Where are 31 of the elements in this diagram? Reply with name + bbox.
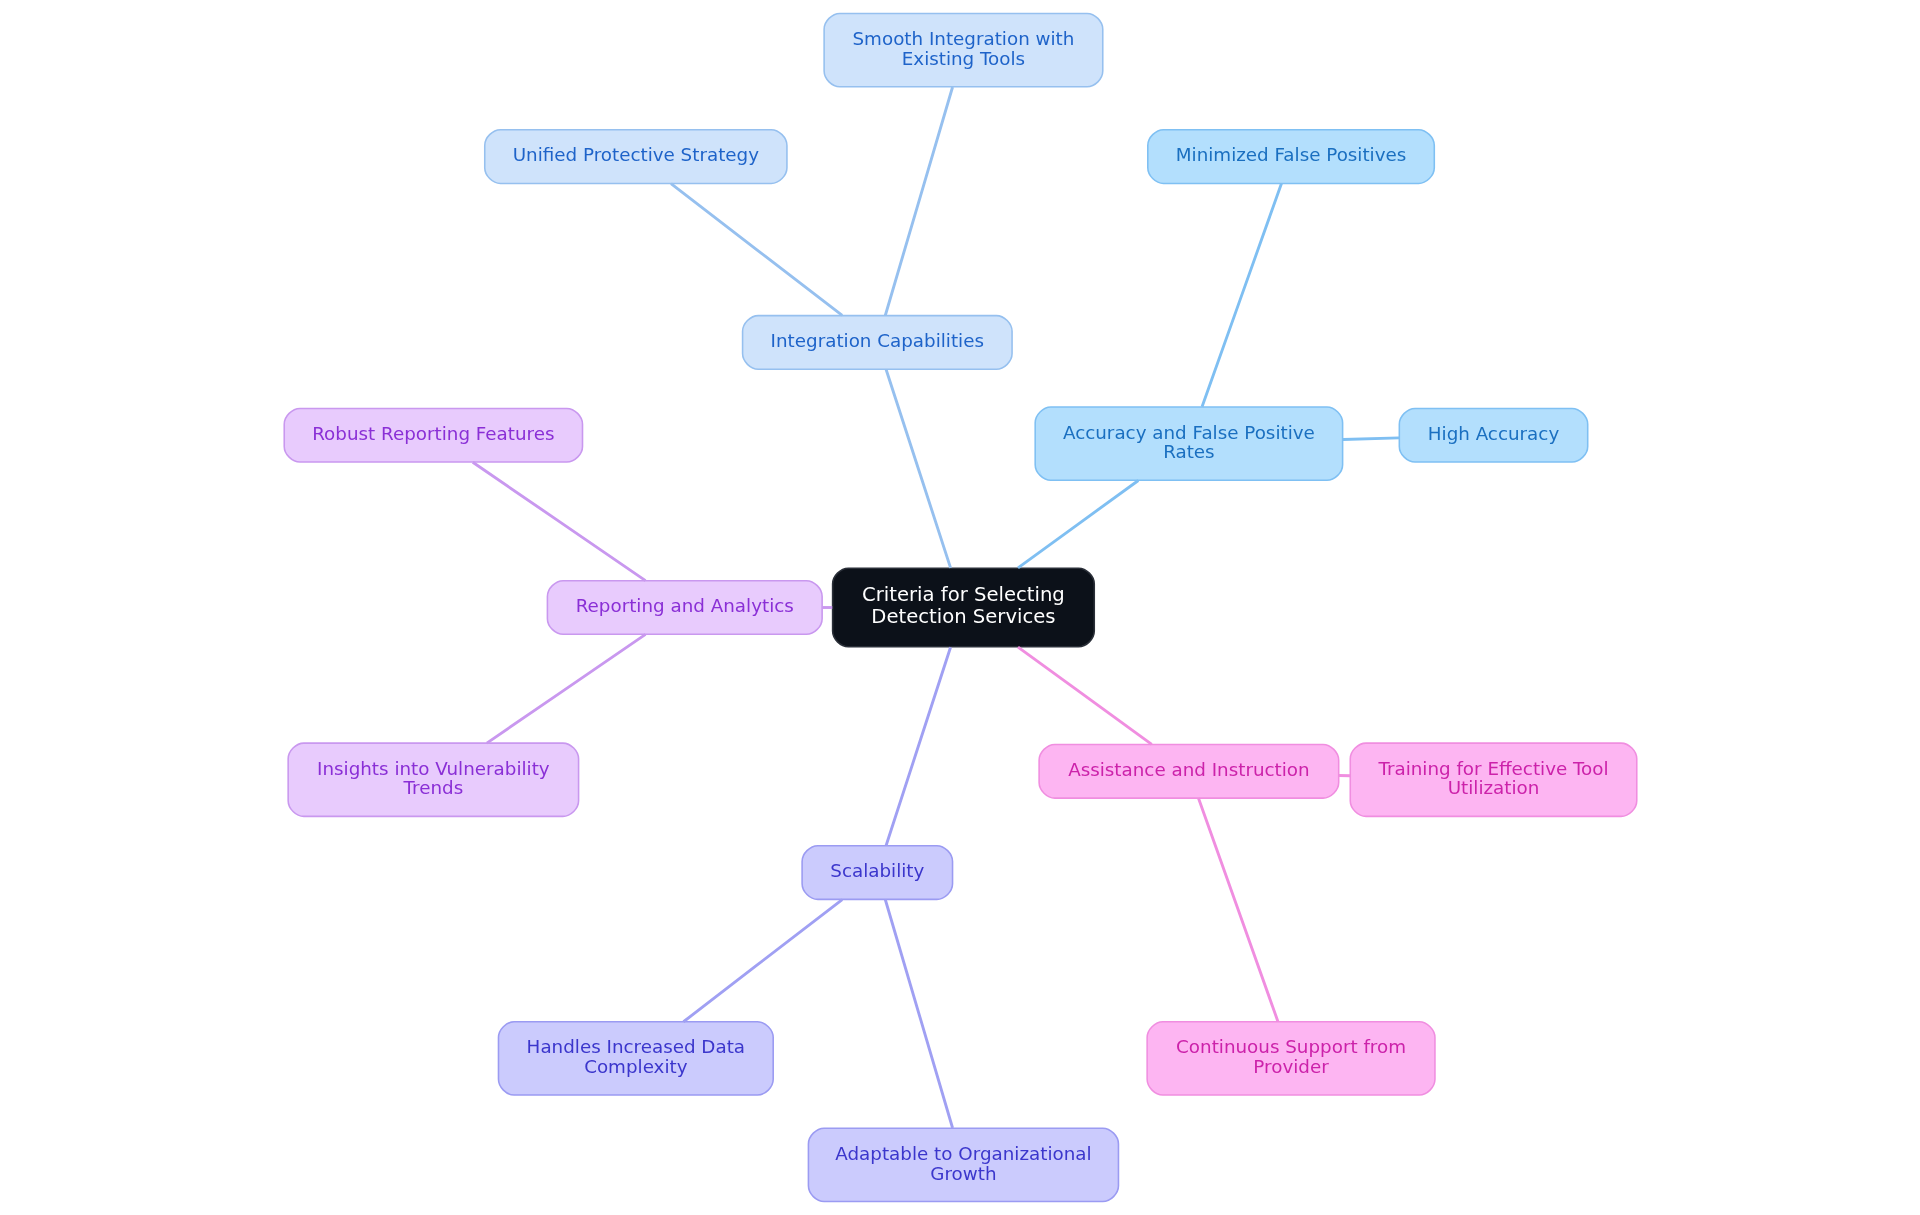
connector	[884, 369, 952, 569]
connector	[669, 182, 843, 317]
connector	[1016, 479, 1139, 569]
connector	[471, 461, 646, 582]
connector	[822, 606, 832, 609]
connector	[883, 86, 954, 316]
node-box: Robust Reporting Features	[282, 407, 583, 463]
connector	[884, 646, 952, 846]
node-box: High Accuracy	[1398, 407, 1588, 463]
connector	[1016, 646, 1153, 746]
connector	[485, 633, 646, 745]
node-box: Criteria for Selecting Detection Services	[831, 567, 1095, 648]
connector	[682, 898, 843, 1023]
connector	[1342, 436, 1399, 441]
connector	[1196, 797, 1279, 1022]
node-box: Handles Increased Data Complexity	[497, 1021, 774, 1096]
connector	[883, 899, 954, 1129]
node-box: Scalability	[800, 844, 953, 901]
node-box: Training for Effective Tool Utilization	[1349, 742, 1638, 818]
node-box: Accuracy and False Positive Rates	[1033, 406, 1343, 482]
node-box: Reporting and Analytics	[546, 579, 823, 636]
node-box: Assistance and Instruction	[1037, 743, 1339, 799]
node-box: Continuous Support from Provider	[1145, 1021, 1436, 1096]
node-box: Smooth Integration with Existing Tools	[822, 12, 1104, 88]
node-box: Minimized False Positives	[1146, 129, 1435, 185]
connector	[1338, 774, 1350, 778]
node-box: Insights into Vulnerability Trends	[286, 742, 579, 818]
connector	[1200, 183, 1283, 408]
node-box: Unified Protective Strategy	[483, 129, 788, 185]
node-box: Integration Capabilities	[741, 314, 1013, 371]
node-box: Adaptable to Organizational Growth	[807, 1127, 1119, 1203]
